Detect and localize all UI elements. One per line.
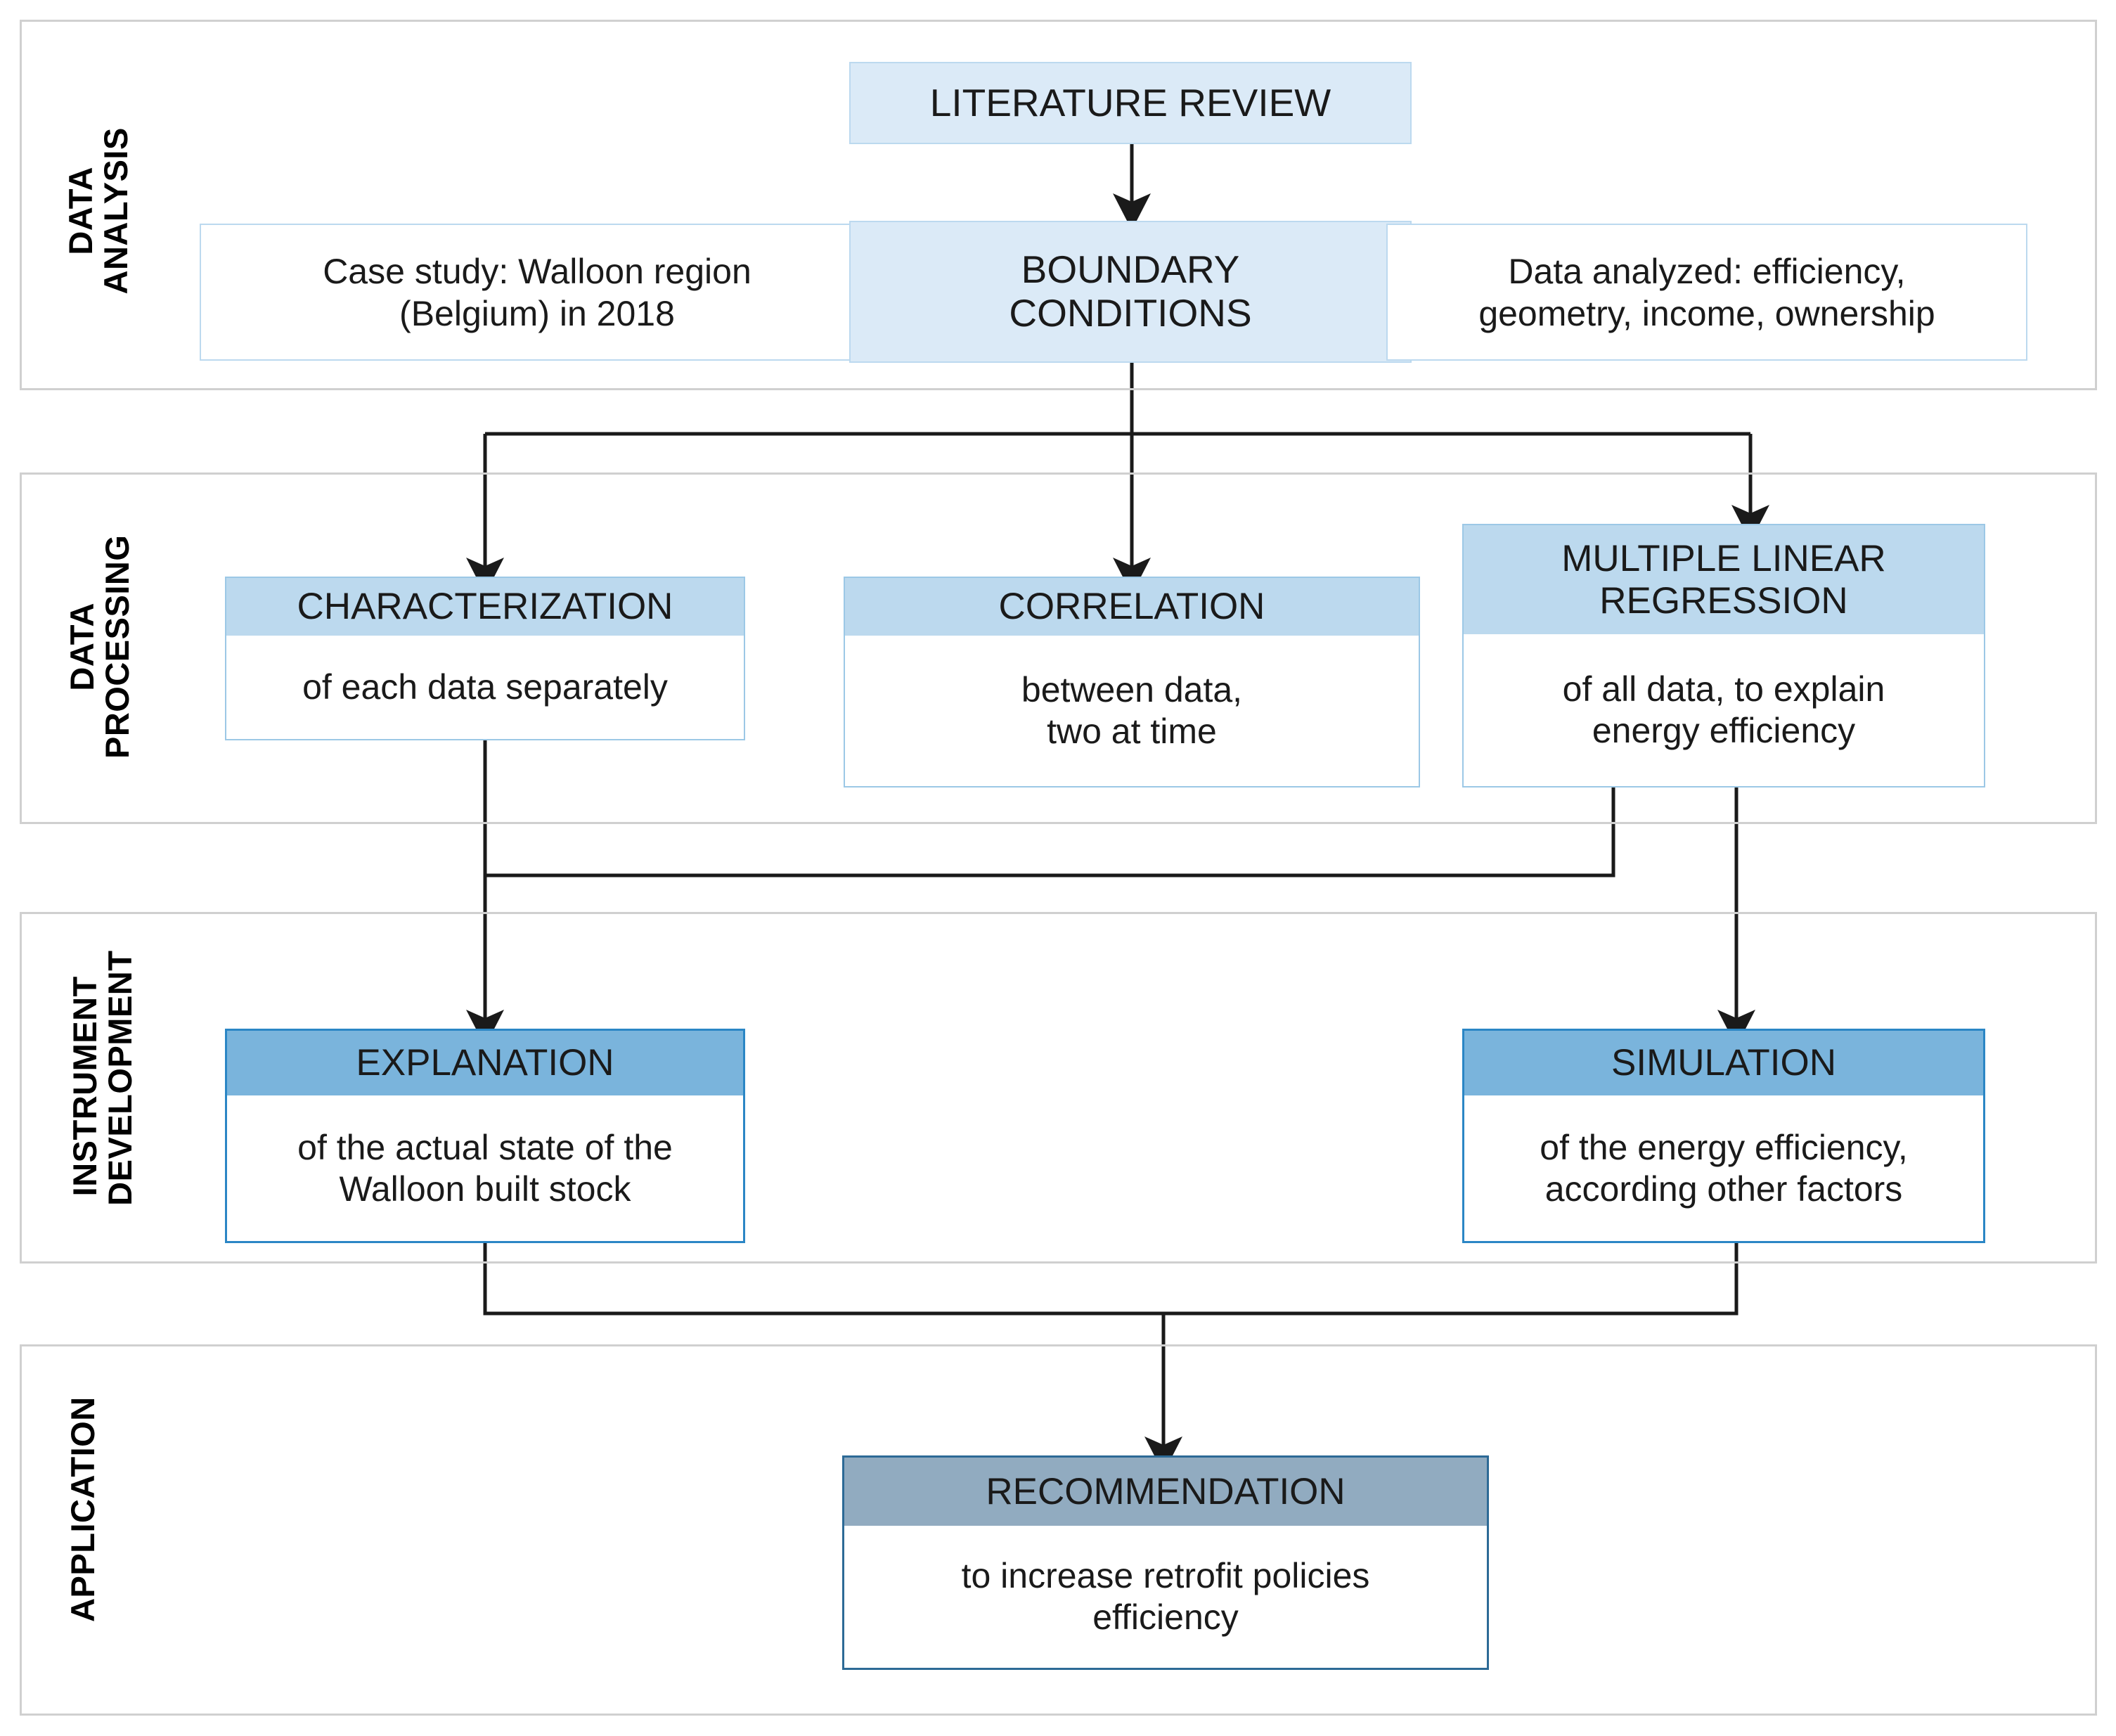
explanation-title: EXPLANATION <box>356 1042 614 1084</box>
node-correlation[interactable]: CORRELATION between data, two at time <box>844 577 1420 787</box>
mlr-header: MULTIPLE LINEAR REGRESSION <box>1464 525 1984 634</box>
section-label-data-processing: DATA PROCESSING <box>63 534 136 759</box>
correlation-title: CORRELATION <box>998 586 1265 628</box>
section-label-instrument-development: INSTRUMENT DEVELOPMENT <box>66 950 138 1206</box>
section-data-processing <box>20 472 2097 824</box>
characterization-header: CHARACTERIZATION <box>226 578 744 636</box>
node-recommendation[interactable]: RECOMMENDATION to increase retrofit poli… <box>842 1455 1489 1670</box>
characterization-title: CHARACTERIZATION <box>297 586 673 628</box>
explanation-body: of the actual state of the Walloon built… <box>227 1095 743 1241</box>
section-instrument-development <box>20 912 2097 1264</box>
node-characterization[interactable]: CHARACTERIZATION of each data separately <box>225 577 745 740</box>
section-application <box>20 1344 2097 1716</box>
mlr-title: MULTIPLE LINEAR REGRESSION <box>1561 538 1886 622</box>
recommendation-body: to increase retrofit policies efficiency <box>844 1526 1487 1668</box>
simulation-header: SIMULATION <box>1464 1031 1983 1095</box>
recommendation-text: to increase retrofit policies efficiency <box>961 1556 1370 1637</box>
recommendation-header: RECOMMENDATION <box>844 1458 1487 1526</box>
section-label-data-analysis: DATA ANALYSIS <box>62 127 134 295</box>
node-explanation[interactable]: EXPLANATION of the actual state of the W… <box>225 1029 745 1243</box>
node-boundary-conditions[interactable]: BOUNDARY CONDITIONS <box>849 221 1412 363</box>
node-simulation[interactable]: SIMULATION of the energy efficiency, acc… <box>1462 1029 1985 1243</box>
characterization-text: of each data separately <box>302 667 668 707</box>
mlr-text: of all data, to explain energy efficienc… <box>1562 669 1885 750</box>
node-data-analyzed[interactable]: Data analyzed: efficiency, geometry, inc… <box>1386 224 2027 361</box>
node-case-study[interactable]: Case study: Walloon region (Belgium) in … <box>200 224 875 361</box>
literature-review-title: LITERATURE REVIEW <box>929 80 1331 124</box>
simulation-text: of the energy efficiency, according othe… <box>1540 1127 1908 1209</box>
boundary-conditions-title: BOUNDARY CONDITIONS <box>1009 247 1252 335</box>
explanation-text: of the actual state of the Walloon built… <box>297 1127 673 1209</box>
recommendation-title: RECOMMENDATION <box>986 1470 1346 1512</box>
explanation-header: EXPLANATION <box>227 1031 743 1095</box>
simulation-title: SIMULATION <box>1611 1042 1836 1084</box>
correlation-text: between data, two at time <box>1021 670 1243 751</box>
node-multiple-linear-regression[interactable]: MULTIPLE LINEAR REGRESSION of all data, … <box>1462 524 1985 787</box>
data-analyzed-text: Data analyzed: efficiency, geometry, inc… <box>1478 251 1935 333</box>
correlation-header: CORRELATION <box>845 578 1419 636</box>
case-study-text: Case study: Walloon region (Belgium) in … <box>323 251 751 333</box>
simulation-body: of the energy efficiency, according othe… <box>1464 1095 1983 1241</box>
characterization-body: of each data separately <box>226 636 744 739</box>
mlr-body: of all data, to explain energy efficienc… <box>1464 634 1984 786</box>
section-data-analysis <box>20 20 2097 390</box>
section-label-application: APPLICATION <box>64 1396 102 1622</box>
correlation-body: between data, two at time <box>845 636 1419 786</box>
node-literature-review[interactable]: LITERATURE REVIEW <box>849 62 1412 144</box>
